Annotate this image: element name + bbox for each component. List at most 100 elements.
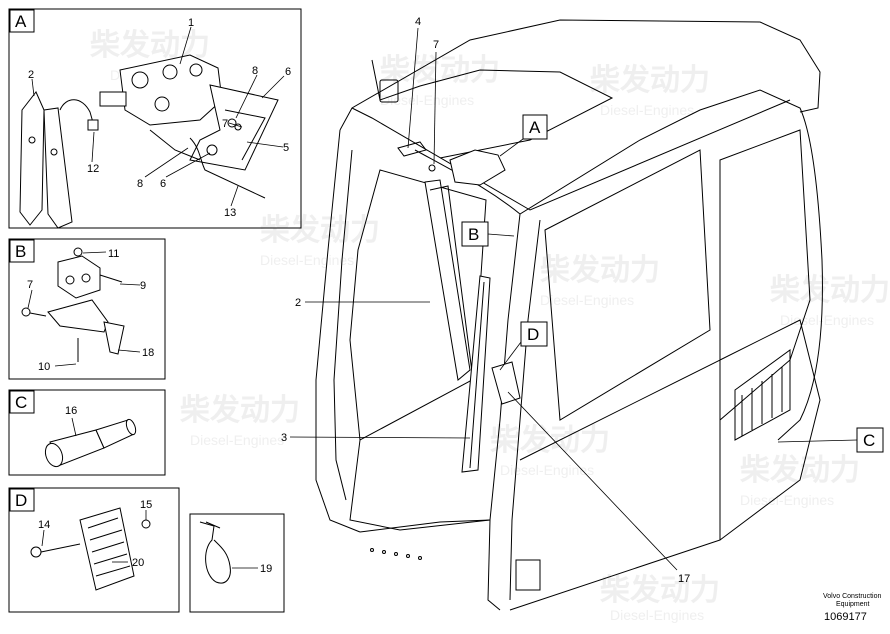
watermark-sub: Diesel-Engines bbox=[380, 92, 474, 108]
watermark-sub: Diesel-Engines bbox=[500, 462, 594, 478]
wiper-blade-edge-shape bbox=[469, 281, 485, 469]
pivot-shape bbox=[28, 136, 36, 144]
callout-box-d bbox=[520, 321, 548, 347]
nozzle-block-shape bbox=[57, 255, 101, 299]
watermark-sub: Diesel-Engines bbox=[780, 312, 874, 328]
door-panel-shape bbox=[509, 359, 721, 611]
part-number: 4 bbox=[415, 16, 421, 28]
watermark-sub: Diesel-Engines bbox=[540, 292, 634, 308]
hole-shape bbox=[406, 554, 410, 558]
bracket-tab-shape bbox=[103, 321, 125, 355]
tube-shape bbox=[99, 274, 123, 283]
wiper-blade-shape bbox=[461, 275, 491, 473]
front-right-pillar-inner-shape bbox=[509, 219, 541, 601]
motor-housing-shape bbox=[449, 149, 506, 186]
callout-box-a bbox=[522, 114, 548, 140]
part-number: 7 bbox=[222, 118, 228, 130]
watermark-brand: 柴发动力 bbox=[490, 424, 610, 457]
watermark-brand: 柴发动力 bbox=[180, 394, 300, 427]
part-number: 18 bbox=[142, 347, 154, 359]
leader-line bbox=[117, 349, 141, 353]
motor-shaft-shape bbox=[99, 91, 127, 107]
watermark-sub: Diesel-Engines bbox=[600, 102, 694, 118]
panel-c-label: C bbox=[15, 393, 27, 412]
hole-shape bbox=[394, 552, 398, 556]
detail-panel-a: A 1 2 5 bbox=[8, 8, 302, 229]
cab-drawing: A B C D 2 3 4 7 17 bbox=[281, 16, 884, 611]
leader-line bbox=[71, 417, 77, 437]
hose-shape bbox=[149, 129, 201, 161]
bolt-head-shape bbox=[30, 546, 42, 558]
watermark-sub: Diesel-Engines bbox=[610, 607, 704, 623]
leader-line bbox=[289, 436, 471, 439]
part-number: 14 bbox=[38, 519, 50, 531]
fitting-shape bbox=[206, 144, 218, 156]
detail-panel-b: B 7 9 10 11 18 bbox=[8, 238, 166, 380]
washer-shape bbox=[227, 118, 237, 128]
part-number: 16 bbox=[65, 405, 77, 417]
leader-line bbox=[433, 51, 437, 165]
nozzle-hole-shape bbox=[65, 275, 75, 285]
wiper-arm-main-detail-shape bbox=[429, 185, 473, 373]
front-left-pillar-inner-shape bbox=[333, 149, 353, 501]
part-number: 15 bbox=[140, 499, 152, 511]
motor-detail-shape bbox=[131, 71, 149, 89]
watermark-brand: 柴发动力 bbox=[600, 574, 720, 607]
leader-line bbox=[27, 289, 33, 309]
front-right-pillar-shape bbox=[487, 213, 521, 611]
part-number: 2 bbox=[295, 297, 301, 309]
wiper-arm-main-shape bbox=[424, 179, 471, 381]
callout-label-c: C bbox=[863, 431, 875, 450]
panel-b-frame bbox=[8, 238, 166, 380]
motor-detail-shape bbox=[189, 63, 203, 77]
part-number: 10 bbox=[38, 361, 50, 373]
part-number: 1 bbox=[188, 17, 194, 29]
watermarks: 柴发动力 Diesel-Engines 柴发动力 Diesel-Engines … bbox=[90, 29, 890, 623]
screw-shaft-shape bbox=[29, 312, 47, 317]
nozzle-hole-shape bbox=[81, 273, 91, 283]
leader-line bbox=[165, 152, 211, 178]
connector-end-shape bbox=[44, 442, 64, 468]
part-number: 20 bbox=[132, 557, 144, 569]
callout-label-d: D bbox=[527, 325, 539, 344]
part-number: 7 bbox=[433, 39, 439, 51]
callout-label-a: A bbox=[529, 118, 541, 137]
bolt-shape bbox=[428, 164, 436, 172]
leader-line bbox=[407, 27, 419, 149]
wiring-harness-shape bbox=[414, 89, 823, 441]
hose-13-shape bbox=[189, 137, 266, 199]
screw-head-shape bbox=[21, 307, 31, 317]
callout-label-b: B bbox=[468, 225, 479, 244]
watermark-brand: 柴发动力 bbox=[770, 274, 890, 307]
detail-panel-clip: 19 bbox=[189, 513, 285, 613]
panel-d-frame bbox=[8, 487, 180, 613]
part-number: 8 bbox=[252, 65, 258, 77]
nut-shape bbox=[141, 519, 151, 529]
watermark-brand: 柴发动力 bbox=[540, 254, 660, 287]
leader-line bbox=[235, 74, 258, 119]
connector-shape bbox=[87, 119, 99, 131]
hole-shape bbox=[382, 550, 386, 554]
watermark-brand: 柴发动力 bbox=[590, 64, 710, 97]
connector-tip-end-shape bbox=[125, 418, 137, 436]
panel-b-label-box bbox=[9, 239, 35, 263]
hole-shape bbox=[418, 556, 422, 560]
manufacturer-line-2: Equipment bbox=[836, 601, 870, 608]
panel-c-label-box bbox=[9, 390, 35, 414]
part-number: 19 bbox=[260, 563, 272, 575]
cab-roof-edge-shape bbox=[351, 99, 791, 211]
part-number: 17 bbox=[678, 573, 690, 585]
leader-line bbox=[54, 363, 77, 367]
cable-tie-shape bbox=[199, 521, 231, 584]
leader-line bbox=[487, 233, 515, 237]
panel-d-label: D bbox=[15, 491, 27, 510]
part-number: 7 bbox=[27, 279, 33, 291]
part-number: 9 bbox=[140, 280, 146, 292]
hose-shape bbox=[59, 99, 95, 127]
hole-shape bbox=[370, 548, 374, 552]
wiper-arm-shape bbox=[43, 107, 73, 229]
leader-line bbox=[499, 138, 524, 157]
part-number: 12 bbox=[87, 163, 99, 175]
leader-line bbox=[228, 122, 243, 128]
